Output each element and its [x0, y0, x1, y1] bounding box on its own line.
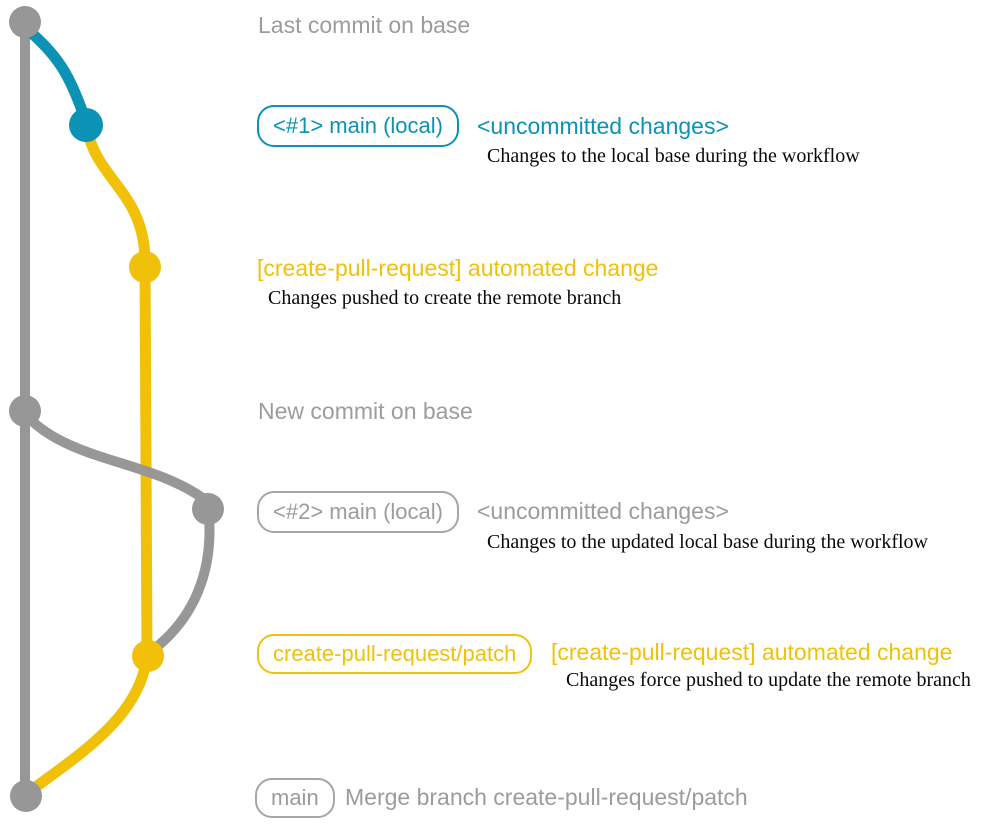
branch-label-main-local-2: <#2> main (local)	[257, 491, 459, 533]
annotation-local-base-changes: Changes to the local base during the wor…	[487, 145, 860, 167]
commit-title-last-base: Last commit on base	[258, 12, 471, 38]
commit-dot-main-local-2	[192, 493, 224, 525]
patch-merge-curve	[23, 649, 153, 798]
branch-label-main-local-1-text: <#1> main (local)	[273, 112, 443, 138]
branch-label-main-local-2-text: <#2> main (local)	[273, 498, 443, 524]
commit-dot-base-new	[9, 395, 41, 427]
main-local-branch-curve-2	[22, 411, 209, 504]
branch-label-main-text: main	[271, 784, 319, 810]
commit-message-uncommitted-1: <uncommitted changes>	[477, 113, 729, 139]
commit-message-automated-change-2: [create-pull-request] automated change	[551, 639, 953, 665]
main-local-branch-curve-1	[20, 22, 92, 128]
annotation-pushed-create-remote: Changes pushed to create the remote bran…	[268, 287, 622, 309]
commit-dot-base-top	[9, 6, 41, 38]
commit-dot-patch-1	[129, 251, 161, 283]
commit-message-merge: Merge branch create-pull-request/patch	[345, 784, 748, 810]
commit-title-new-base: New commit on base	[258, 398, 473, 424]
commit-dot-patch-2	[132, 640, 164, 672]
commit-message-automated-change-1: [create-pull-request] automated change	[257, 255, 659, 281]
branch-label-patch: create-pull-request/patch	[257, 634, 533, 674]
branch-label-main-local-1: <#1> main (local)	[257, 105, 459, 147]
commit-message-uncommitted-2: <uncommitted changes>	[477, 498, 729, 524]
patch-branch-line	[81, 122, 153, 661]
commit-dot-main-local-1	[69, 108, 103, 142]
branch-label-patch-text: create-pull-request/patch	[273, 640, 517, 666]
branch-label-main: main	[255, 778, 335, 818]
main-local-to-patch-curve	[148, 511, 215, 655]
commit-dot-merge	[10, 780, 42, 812]
annotation-updated-local-base-changes: Changes to the updated local base during…	[487, 531, 928, 553]
annotation-force-pushed-update-remote: Changes force pushed to update the remot…	[566, 669, 971, 691]
